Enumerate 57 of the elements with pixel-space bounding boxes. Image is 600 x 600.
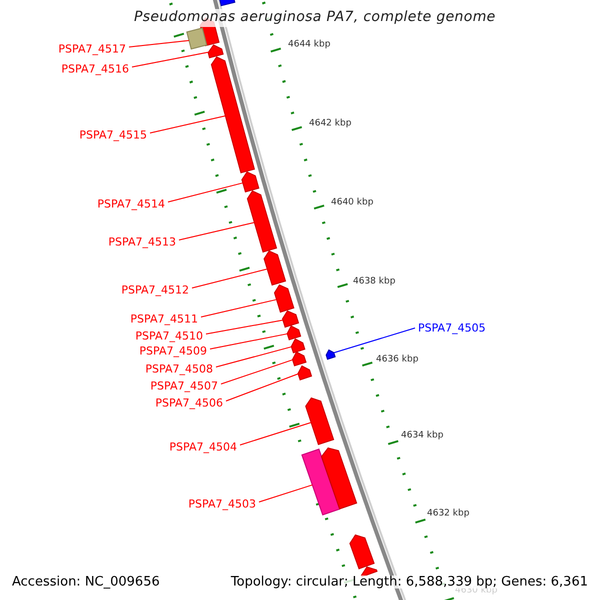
gene-block	[241, 171, 260, 193]
gene-label: PSPA7_4503	[188, 498, 256, 510]
leader-line	[220, 359, 294, 384]
leader-line	[210, 333, 288, 350]
gene-label: PSPA7_4510	[135, 330, 203, 342]
scale-label: 4636 kbp	[376, 356, 418, 364]
gene-label: PSPA7_4514	[97, 198, 165, 210]
gene-label: PSPA7_4516	[61, 62, 129, 76]
gene-block	[210, 56, 256, 174]
gene-label: PSPA7_4512	[121, 284, 189, 296]
scale-label: 4644 kbp	[288, 40, 330, 50]
gene-label: PSPA7_4517	[58, 42, 126, 56]
leader-line	[178, 222, 255, 240]
gene-label: PSPA7_4506	[155, 396, 223, 410]
gene-block	[274, 284, 294, 313]
gene-block	[292, 351, 307, 366]
gene-block	[286, 325, 302, 340]
gene-label: PSPA7_4508	[145, 362, 213, 376]
gene-block	[264, 250, 286, 286]
leader-line	[216, 346, 292, 368]
genome-info-text: Accession: NC_009656	[10, 576, 162, 588]
gene-block	[360, 566, 378, 578]
scale-label: 4638 kbp	[353, 278, 396, 286]
gene-block	[208, 44, 224, 58]
leader-line	[200, 299, 278, 318]
gene-bar	[186, 27, 208, 50]
gene-label: PSPA7_4507	[150, 380, 218, 392]
leader-line	[132, 52, 209, 68]
leader-line	[258, 484, 313, 502]
leader-line	[206, 320, 284, 334]
gene-label: PSPA7_4511	[130, 312, 198, 326]
leader-line	[128, 40, 190, 48]
leader-line	[333, 328, 416, 354]
gene-bar	[301, 448, 340, 516]
gene-block	[326, 349, 336, 360]
leader-line	[150, 115, 226, 134]
leader-line	[240, 422, 312, 446]
scale-label: 4634 kbp	[401, 432, 444, 440]
gene-block	[246, 190, 278, 253]
gene-block	[218, 0, 236, 6]
scale-label: 4632 kbp	[427, 510, 470, 518]
gene-block	[282, 310, 300, 328]
gene-block	[305, 397, 334, 446]
leader-line	[226, 373, 299, 402]
gene-label: PSPA7_4504	[169, 440, 237, 454]
scale-label: 4642 kbp	[309, 120, 352, 128]
leader-line	[168, 182, 244, 202]
scale-label: 4630 kbp	[455, 586, 498, 596]
scale-label: 4640 kbp	[331, 198, 374, 208]
gene-label: PSPA7_4513	[108, 236, 176, 248]
gene-block	[320, 447, 358, 510]
gene-label: PSPA7_4505	[418, 322, 486, 334]
gene-block	[290, 338, 306, 354]
leader-line	[192, 268, 268, 288]
gene-label: PSPA7_4509	[139, 344, 207, 358]
gene-block	[297, 365, 312, 381]
gene-label: PSPA7_4515	[79, 128, 147, 142]
